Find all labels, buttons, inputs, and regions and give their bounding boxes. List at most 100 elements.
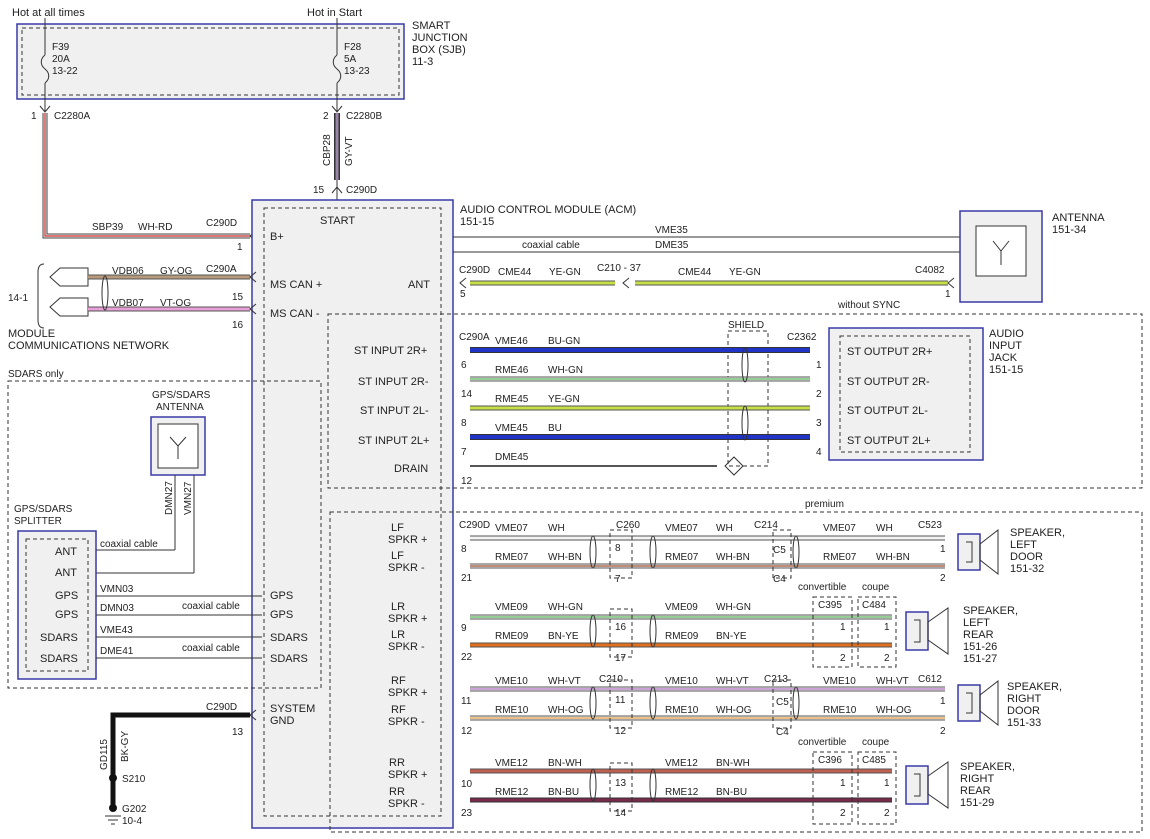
splitter-wires: VMN03 DMN03 coaxial cable VME43 DME41 co… (96, 584, 262, 659)
svg-text:VME45: VME45 (495, 423, 528, 434)
svg-text:2: 2 (323, 111, 329, 122)
system-gnd-terminal: SYSTEM GND (270, 703, 315, 727)
svg-text:1: 1 (884, 622, 890, 633)
splitter-box (17, 530, 97, 680)
svg-text:BN-WH: BN-WH (716, 758, 750, 769)
svg-text:WH-VT: WH-VT (876, 676, 909, 687)
svg-text:VME10: VME10 (823, 676, 856, 687)
svg-text:SPKR +: SPKR + (388, 687, 427, 699)
svg-text:SPEAKER,: SPEAKER, (963, 605, 1018, 617)
svg-text:SDARS: SDARS (40, 632, 78, 644)
svg-text:GPS: GPS (55, 609, 78, 621)
svg-text:RIGHT: RIGHT (1007, 693, 1042, 705)
svg-text:DOOR: DOOR (1010, 551, 1043, 563)
svg-text:SDARS: SDARS (270, 653, 308, 665)
svg-text:151-33: 151-33 (1007, 717, 1041, 729)
svg-text:WH-VT: WH-VT (716, 676, 749, 687)
twisted-pair-icon (741, 405, 749, 441)
svg-text:2: 2 (940, 726, 946, 737)
acm-label: AUDIO CONTROL MODULE (ACM) (460, 204, 636, 216)
svg-text:1: 1 (237, 242, 243, 253)
svg-text:C4: C4 (773, 574, 786, 585)
aux-jack-label: AUDIO INPUT JACK 151-15 (989, 328, 1024, 376)
svg-text:G202: G202 (122, 804, 147, 815)
svg-text:C485: C485 (862, 755, 886, 766)
st-input-pins: 6 14 8 7 12 (461, 360, 473, 487)
svg-text:VME09: VME09 (665, 602, 698, 613)
hot-in-start-label: Hot in Start (307, 7, 362, 19)
svg-text:GND: GND (270, 715, 295, 727)
svg-text:3: 3 (816, 418, 822, 429)
svg-text:LF: LF (391, 550, 404, 562)
speaker-output-pins: 1 2 1 2 (940, 544, 946, 737)
svg-text:20A: 20A (52, 54, 70, 65)
svg-text:SPKR -: SPKR - (388, 798, 425, 810)
svg-text:C210: C210 (599, 674, 623, 685)
svg-text:GY-OG: GY-OG (160, 266, 193, 277)
svg-text:RME10: RME10 (823, 705, 857, 716)
svg-text:VME43: VME43 (100, 625, 133, 636)
svg-text:C396: C396 (818, 755, 842, 766)
twisted-pair-icon (101, 275, 109, 311)
svg-text:RME46: RME46 (495, 365, 529, 376)
svg-text:RME07: RME07 (665, 552, 699, 563)
sjb-inner-dash (21, 27, 400, 96)
ms-can-plus-terminal: MS CAN + (270, 279, 322, 291)
svg-text:C290D: C290D (459, 265, 490, 276)
svg-text:WH-VT: WH-VT (548, 676, 581, 687)
c210-37-label: C210 - 37 (597, 263, 641, 274)
svg-text:VMN03: VMN03 (100, 584, 134, 595)
svg-text:WH-GN: WH-GN (548, 365, 583, 376)
svg-text:GPS: GPS (270, 609, 293, 621)
svg-text:9: 9 (461, 623, 467, 634)
c2280b-label: C2280B (346, 111, 382, 122)
svg-text:coaxial cable: coaxial cable (182, 601, 240, 612)
svg-text:8: 8 (461, 544, 467, 555)
svg-text:1: 1 (31, 111, 37, 122)
svg-text:13: 13 (232, 727, 244, 738)
svg-text:VME07: VME07 (665, 523, 698, 534)
svg-text:WH-OG: WH-OG (876, 705, 912, 716)
svg-text:C290D: C290D (206, 218, 237, 229)
drain-shield-icon (724, 456, 744, 476)
svg-text:SPKR -: SPKR - (388, 716, 425, 728)
svg-text:SMART: SMART (412, 20, 451, 32)
ant-terminal: ANT (408, 279, 430, 291)
svg-text:RF: RF (391, 675, 406, 687)
svg-text:RME10: RME10 (495, 705, 529, 716)
svg-text:SPKR +: SPKR + (388, 534, 427, 546)
splitter-terminals: ANT ANT GPS GPS SDARS SDARS (40, 546, 78, 665)
svg-text:WH-GN: WH-GN (548, 602, 583, 613)
svg-text:C2362: C2362 (787, 332, 817, 343)
gps-antenna-label: GPS/SDARS (152, 390, 211, 401)
svg-text:premium: premium (805, 499, 844, 510)
svg-text:2: 2 (884, 808, 890, 819)
st-input-wire-labels: VME46 BU-GN RME46 WH-GN RME45 YE-GN VME4… (495, 336, 583, 463)
svg-text:REAR: REAR (960, 785, 991, 797)
svg-text:JUNCTION: JUNCTION (412, 32, 468, 44)
svg-text:C484: C484 (862, 600, 886, 611)
svg-text:2: 2 (940, 573, 946, 584)
svg-text:RR: RR (389, 757, 405, 769)
svg-text:2: 2 (840, 808, 846, 819)
svg-text:ANTENNA: ANTENNA (156, 402, 204, 413)
svg-text:VMN27: VMN27 (183, 481, 194, 515)
svg-text:coaxial cable: coaxial cable (522, 240, 580, 251)
svg-text:LF: LF (391, 522, 404, 534)
svg-text:C5: C5 (776, 697, 789, 708)
svg-text:SPKR +: SPKR + (388, 769, 427, 781)
svg-text:7: 7 (615, 574, 621, 585)
antenna-icon (169, 436, 187, 459)
svg-text:SPEAKER,: SPEAKER, (1007, 681, 1062, 693)
svg-text:RF: RF (391, 704, 406, 716)
svg-text:BU-GN: BU-GN (548, 336, 580, 347)
svg-text:BN-BU: BN-BU (548, 787, 579, 798)
svg-text:SDARS: SDARS (270, 632, 308, 644)
svg-text:ST INPUT 2L+: ST INPUT 2L+ (358, 435, 429, 447)
mcn-plug-2-icon (49, 297, 89, 317)
speaker-rr-icon (905, 761, 949, 809)
svg-text:C395: C395 (818, 600, 842, 611)
svg-text:BU: BU (548, 423, 562, 434)
ground-icon (105, 815, 121, 825)
